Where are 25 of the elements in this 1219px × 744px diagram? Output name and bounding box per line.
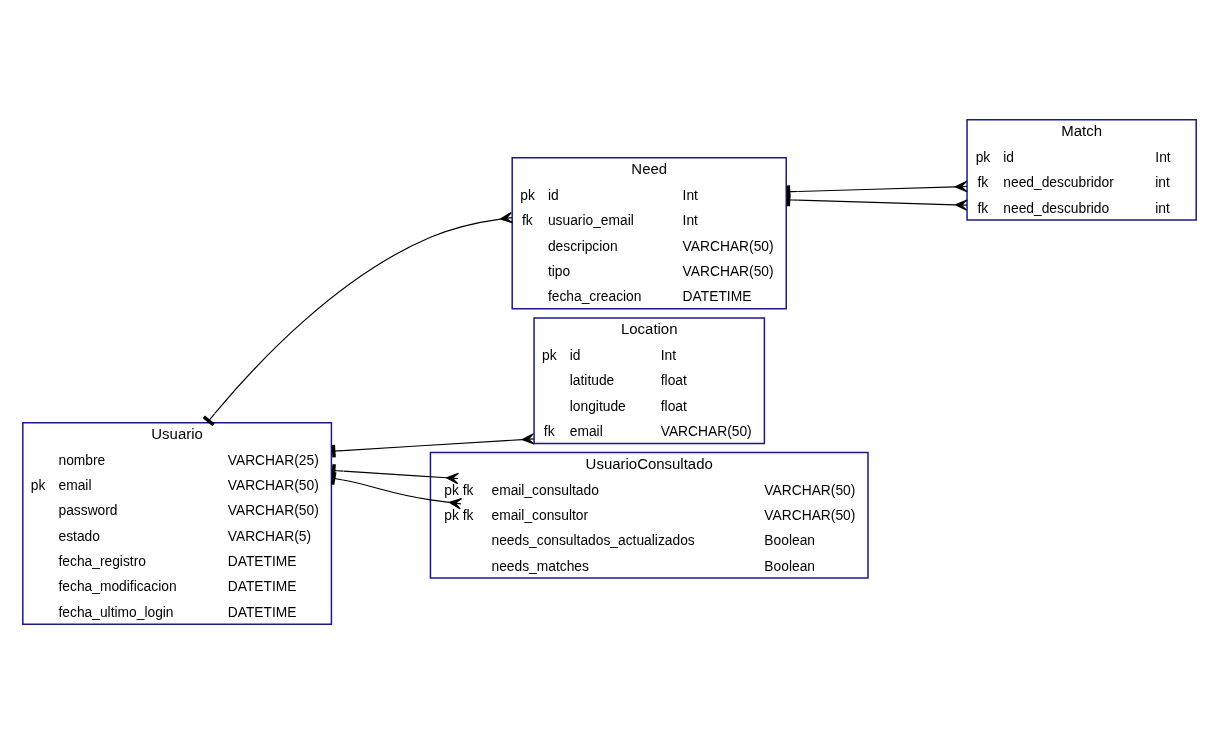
node-text: password VARCHAR(50) bbox=[58, 502, 319, 519]
node-text: pk fk email_consultor VARCHAR(50) bbox=[444, 507, 856, 524]
node-text: tipo VARCHAR(50) bbox=[547, 262, 774, 279]
node-text: estado VARCHAR(5) bbox=[58, 527, 312, 544]
node-text: fecha_ultimo_login DATETIME bbox=[58, 603, 297, 620]
node-text: fk need_descubrido int bbox=[977, 199, 1170, 216]
connector bbox=[202, 211, 514, 427]
node-text: pk fk email_consultado VARCHAR(50) bbox=[444, 481, 856, 498]
node-text: latitude float bbox=[569, 372, 687, 389]
node-text: fk need_descubridor int bbox=[977, 174, 1170, 191]
node-text: pk email VARCHAR(50) bbox=[30, 477, 319, 494]
node-text: longitude float bbox=[569, 397, 687, 414]
node-text: nombre VARCHAR(25) bbox=[58, 451, 319, 468]
node-text: fk email VARCHAR(50) bbox=[543, 423, 752, 440]
node-text: pk id Int bbox=[975, 148, 1171, 165]
node-text: needs_matches Boolean bbox=[491, 557, 816, 574]
node-text: fecha_registro DATETIME bbox=[58, 553, 297, 570]
node-text: pk id Int bbox=[542, 347, 677, 364]
node-text: pk id Int bbox=[520, 186, 698, 203]
node-text: fecha_creacion DATETIME bbox=[547, 288, 752, 305]
node-text: fk usuario_email Int bbox=[521, 212, 698, 229]
node-text: descripcion VARCHAR(50) bbox=[547, 237, 774, 254]
connector bbox=[330, 433, 535, 458]
node-text: needs_consultados_actualizados Boolean bbox=[491, 532, 816, 549]
node-text: fecha_modificacion DATETIME bbox=[58, 578, 297, 595]
